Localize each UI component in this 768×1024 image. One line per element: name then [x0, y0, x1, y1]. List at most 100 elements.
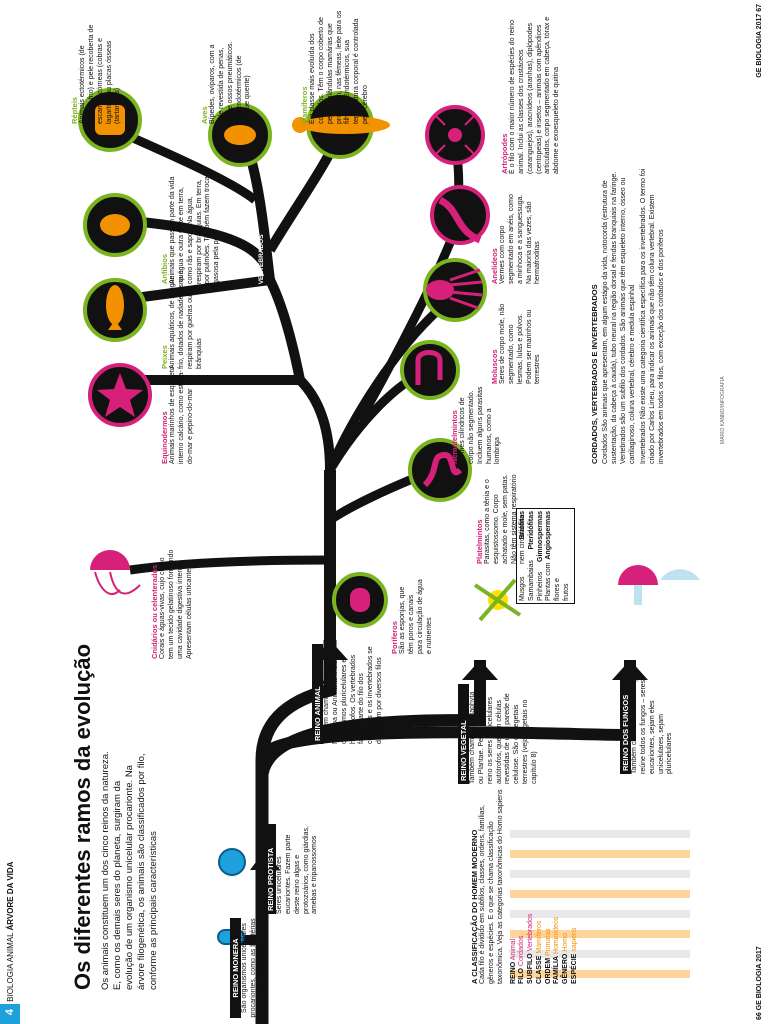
classification-row: FAMÍLIA Hominídeos [553, 916, 561, 984]
phylum-poriferos-name: Poríferos [390, 621, 399, 654]
phylum-peixes-name: Peixes [160, 345, 169, 369]
icon-mamifero [292, 91, 390, 159]
section-label: BIOLOGIA ANIMAL [6, 932, 15, 1002]
section-number-box [0, 1004, 20, 1024]
phylum-repteis: Répteis Animais ectotérmicos (de sangue … [70, 24, 123, 124]
kingdom-protista-label: REINO PROTISTA [265, 824, 277, 914]
kingdom-monera-label: REINO MONERA [230, 918, 242, 1018]
phylum-peixes-text: Animais aquáticos, de sangue frio, dotad… [169, 270, 203, 369]
kingdom-animal: REINO ANIMAL Também chamado Reino Metazo… [312, 644, 385, 744]
arrow-vegetal [462, 660, 498, 680]
icon-platelminto [408, 438, 472, 502]
phylum-artropodes: Artrópodes É o filo com o maior número d… [500, 4, 562, 174]
phylum-moluscos-name: Moluscos [490, 349, 499, 384]
phylum-mamiferos-text: É a classe mais evoluída dos cordados. T… [309, 10, 369, 124]
phylum-repteis-name: Répteis [70, 96, 79, 124]
cordados-box-invertebrados: Invertebrados Não existe uma categoria c… [640, 168, 665, 464]
phylum-equinodermos: Equinodermos Animais marinhos de esquele… [160, 364, 196, 464]
phylum-platelmintos-name: Platelmintos [475, 519, 484, 564]
classification: A CLASSIFICAÇÃO DO HOMEM MODERNO Cada fi… [470, 784, 580, 984]
kingdom-fungos-text: Também chamado Reino Fungi, reúne todos … [631, 674, 674, 774]
icon-protozoa [218, 848, 246, 876]
kingdom-animal-label: REINO ANIMAL [312, 644, 324, 744]
classification-figures [510, 830, 690, 978]
classification-row: REINO Animal [509, 938, 517, 984]
phylum-cnidarios-text: Corais e águas-vivas, cujo corpo tem um … [159, 549, 193, 659]
kingdom-monera: REINO MONERA São organismos unicelulares… [230, 918, 268, 1018]
phylum-peixes: Peixes Animais aquáticos, de sangue frio… [160, 269, 204, 369]
article-title: Os diferentes ramos da evolução [70, 643, 95, 990]
cordados-box: CORDADOS, VERTEBRADOS E INVERTEBRADOS Co… [590, 164, 667, 464]
cordados-box-title: CORDADOS, VERTEBRADOS E INVERTEBRADOS [590, 284, 599, 464]
icon-nematelminto [400, 340, 460, 400]
phylum-repteis-text: Animais ectotérmicos (de sangue frio) e … [79, 24, 122, 124]
section-title: ÁRVORE DA VIDA [6, 861, 15, 931]
kingdom-vegetal-text: Também chamado Metaphyta ou Plantae. Per… [469, 691, 538, 784]
classification-text: Cada filo é dividido em subfilos, classe… [479, 789, 504, 984]
icon-molusco [423, 258, 487, 322]
phylum-poriferos-text: São as esponjas, que têm poros e canais … [399, 579, 433, 654]
kingdom-fungos: REINO DOS FUNGOS Também chamado Reino Fu… [620, 674, 675, 774]
icon-equinodermo [88, 363, 152, 427]
icon-anfibio [83, 193, 147, 257]
branch-equinodermos [120, 375, 335, 471]
classification-title: A CLASSIFICAÇÃO DO HOMEM MODERNO [470, 829, 479, 984]
icon-reptil [78, 88, 142, 152]
footer-right: GE BIOLOGIA 2017 67 [756, 4, 763, 78]
phylum-anelideos-name: Anelídeos [490, 248, 499, 284]
phylum-mamiferos-name: Mamíferos [300, 86, 309, 124]
phylum-poriferos: Poríferos São as esponjas, que têm poros… [390, 579, 434, 654]
icon-mushroom [618, 565, 700, 605]
classification-row: ESPÉCIE sapiens [570, 927, 578, 984]
icon-anelideo [430, 185, 490, 245]
branch-label-cordados: CORDADOS VERTEBRADOS [258, 234, 265, 324]
cordados-box-cordados: Cordados São animais que apresentam, em … [602, 171, 636, 464]
phylum-aves-name: Aves [200, 106, 209, 124]
kingdom-monera-text: São organismos unicelulares procariontes… [241, 918, 266, 1018]
classification-row: GÊNERO Homo [562, 933, 570, 984]
section-header: 4 BIOLOGIA ANIMAL ÁRVORE DA VIDA [4, 690, 18, 1020]
phylum-cnidarios: Cnidários ou celenterados Corais e águas… [150, 549, 194, 659]
phylum-moluscos: Moluscos Seres de corpo mole, não segmen… [490, 299, 543, 384]
icon-flower [473, 578, 522, 622]
section-number: 4 [4, 1008, 16, 1016]
branch-cnidarios [129, 555, 331, 575]
icon-cnidario [90, 550, 141, 595]
phylum-anelideos: Anelídeos Vermes com corpo segmentado em… [490, 194, 543, 284]
phylum-mamiferos: Mamíferos É a classe mais evoluída dos c… [300, 4, 371, 124]
branch-peixes [119, 274, 305, 381]
phylum-artropodes-text: É o filo com o maior número de espécies … [509, 16, 561, 174]
classification-row: CLASSE Mamíferos [535, 920, 543, 984]
phylum-equinodermos-name: Equinodermos [160, 411, 169, 464]
phylum-anelideos-text: Vermes com corpo segmentado em anéis, co… [499, 194, 542, 284]
kingdom-protista-text: Seres unicelulares eucariontes. Fazem pa… [276, 826, 319, 914]
phylum-nematelmintos-name: Nematelmintos [450, 410, 459, 464]
icon-porifero [332, 572, 388, 628]
kingdom-animal-text: Também chamado Reino Metazoa ou Animalia… [323, 646, 383, 744]
icon-artropode [425, 105, 485, 165]
classification-rows: REINO Animal FILO Cordados SUBFILO Verte… [510, 784, 580, 984]
article-intro: Os animais constituem um dos cinco reino… [100, 751, 159, 990]
classification-row: SUBFILO Vertebrados [527, 913, 535, 984]
classification-row: FILO Cordados [518, 935, 526, 984]
phylum-anfibios-name: Anfíbios [160, 254, 169, 284]
branch-anelideos [356, 228, 460, 423]
branch-fungos [256, 660, 636, 762]
phylum-artropodes-name: Artrópodes [500, 133, 509, 174]
phylum-nematelmintos: Nematelmintos Vermes cilíndricos de corp… [450, 384, 503, 464]
phylum-equinodermos-text: Animais marinhos de esqueleto interno ca… [169, 366, 194, 464]
kingdom-vegetal: REINO VEGETAL Também chamado Metaphyta o… [458, 684, 539, 784]
phylum-moluscos-text: Seres de corpo mole, não segmentado, com… [499, 303, 542, 384]
phylum-aves: Aves Bípedes, ovíparos, com a pele reves… [200, 34, 253, 125]
kingdom-protista: REINO PROTISTA Seres unicelulares eucari… [265, 824, 320, 914]
kingdom-fungos-label: REINO DOS FUNGOS [620, 674, 632, 774]
kingdom-vegetal-label: REINO VEGETAL [458, 684, 470, 784]
